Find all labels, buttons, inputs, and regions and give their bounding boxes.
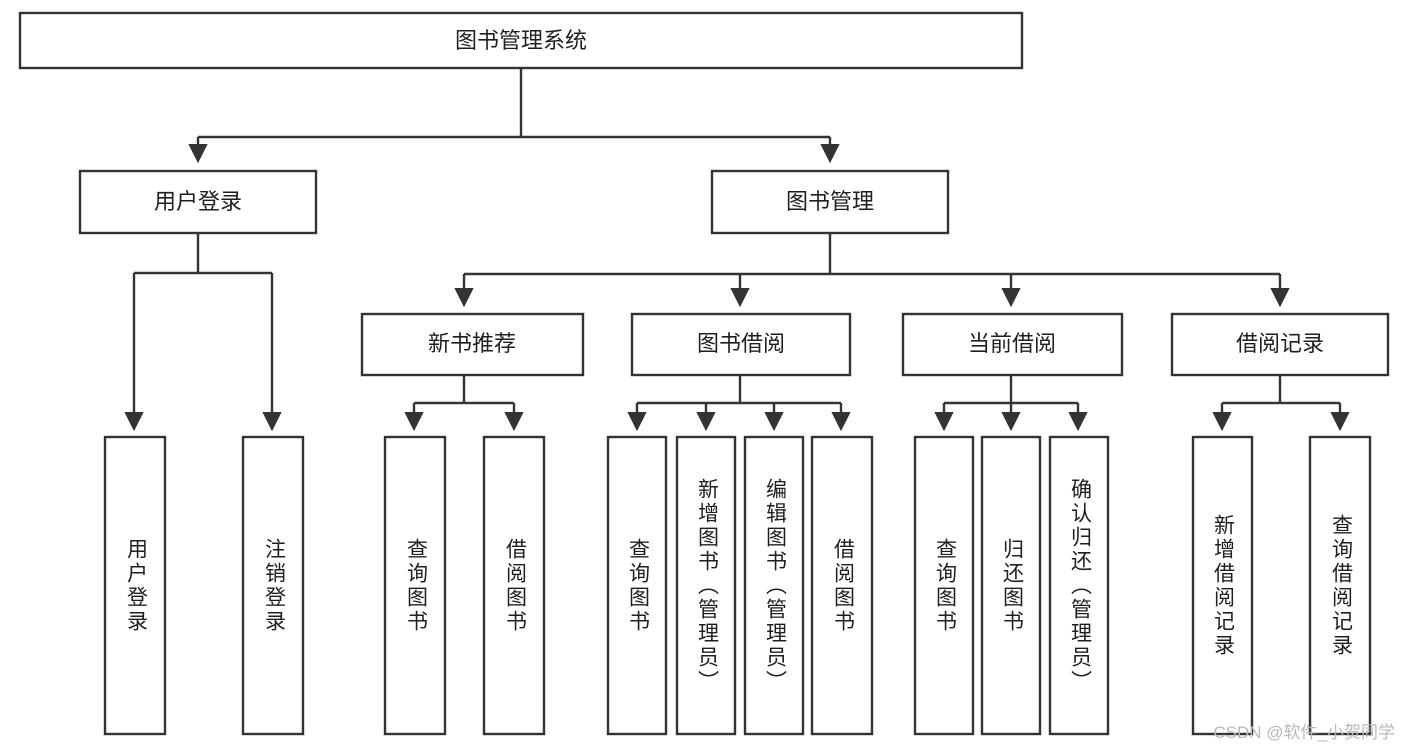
node-user-login-box[interactable]	[78, 169, 318, 235]
node-book-management-box[interactable]	[710, 169, 950, 235]
node-leaf-add-record[interactable]: 新增借阅记录	[1191, 435, 1254, 736]
node-leaf-query-book-2-box[interactable]	[606, 435, 668, 736]
node-current-borrow[interactable]: 当前借阅	[901, 312, 1124, 377]
node-root-label: 图书管理系统	[455, 28, 587, 53]
node-user-login-label: 用户登录	[154, 189, 242, 214]
node-root-box[interactable]	[18, 11, 1024, 70]
node-user-login[interactable]: 用户登录	[78, 169, 318, 235]
node-leaf-confirm-return-box[interactable]	[1048, 435, 1110, 736]
node-leaf-query-book-1[interactable]: 查询图书	[383, 435, 447, 736]
node-leaf-borrow-book-2[interactable]: 借阅图书	[810, 435, 874, 736]
node-leaf-query-book-3-box[interactable]	[913, 435, 975, 736]
node-leaf-add-book-label: 新增图书（管理员）	[695, 478, 719, 694]
node-leaf-query-book-1-label: 查询图书	[404, 538, 428, 634]
node-leaf-borrow-book-2-label: 借阅图书	[831, 538, 855, 634]
node-leaf-query-book-3-label: 查询图书	[933, 538, 957, 634]
node-borrow-record-box[interactable]	[1170, 312, 1390, 377]
node-leaf-borrow-book-1-box[interactable]	[482, 435, 546, 736]
node-leaf-add-record-label: 新增借阅记录	[1211, 514, 1235, 658]
node-root[interactable]: 图书管理系统	[18, 11, 1024, 70]
node-leaf-query-record-label: 查询借阅记录	[1329, 514, 1353, 658]
node-leaf-return-book[interactable]: 归还图书	[980, 435, 1042, 736]
node-borrow-record-label: 借阅记录	[1236, 331, 1324, 356]
node-leaf-query-book-3[interactable]: 查询图书	[913, 435, 975, 736]
node-leaf-add-record-box[interactable]	[1191, 435, 1254, 736]
node-leaf-return-book-label: 归还图书	[1000, 538, 1024, 634]
node-leaf-user-login[interactable]: 用户登录	[103, 435, 167, 736]
node-book-borrow-box[interactable]	[630, 312, 852, 377]
node-new-book-recommend-box[interactable]	[360, 312, 585, 377]
node-leaf-return-book-box[interactable]	[980, 435, 1042, 736]
node-leaf-user-login-box[interactable]	[103, 435, 167, 736]
node-current-borrow-label: 当前借阅	[968, 331, 1056, 356]
node-leaf-edit-book-label: 编辑图书（管理员）	[763, 478, 787, 694]
node-leaf-borrow-book-1-label: 借阅图书	[503, 538, 527, 634]
node-new-book-recommend[interactable]: 新书推荐	[360, 312, 585, 377]
node-new-book-recommend-label: 新书推荐	[428, 331, 516, 356]
node-leaf-logout-box[interactable]	[241, 435, 305, 736]
node-leaf-borrow-book-2-box[interactable]	[810, 435, 874, 736]
node-leaf-user-login-label: 用户登录	[124, 538, 148, 634]
node-leaf-logout[interactable]: 注销登录	[241, 435, 305, 736]
node-borrow-record[interactable]: 借阅记录	[1170, 312, 1390, 377]
node-book-management[interactable]: 图书管理	[710, 169, 950, 235]
node-leaf-add-book[interactable]: 新增图书（管理员）	[675, 435, 737, 736]
csdn-watermark: CSDN @软件_小贺同学	[1213, 723, 1395, 742]
connector-group	[124, 68, 1350, 432]
node-book-management-label: 图书管理	[786, 189, 874, 214]
node-leaf-add-book-box[interactable]	[675, 435, 737, 736]
node-leaf-edit-book[interactable]: 编辑图书（管理员）	[743, 435, 805, 736]
node-book-borrow-label: 图书借阅	[697, 331, 785, 356]
node-leaf-borrow-book-1[interactable]: 借阅图书	[482, 435, 546, 736]
node-leaf-query-record-box[interactable]	[1308, 435, 1372, 736]
node-leaf-edit-book-box[interactable]	[743, 435, 805, 736]
node-book-borrow[interactable]: 图书借阅	[630, 312, 852, 377]
node-leaf-query-book-1-box[interactable]	[383, 435, 447, 736]
node-leaf-confirm-return[interactable]: 确认归还（管理员）	[1048, 435, 1110, 736]
node-leaf-logout-label: 注销登录	[262, 538, 286, 634]
node-current-borrow-box[interactable]	[901, 312, 1124, 377]
node-leaf-confirm-return-label: 确认归还（管理员）	[1068, 478, 1092, 694]
node-leaf-query-book-2[interactable]: 查询图书	[606, 435, 668, 736]
node-leaf-query-book-2-label: 查询图书	[626, 538, 650, 634]
node-leaf-query-record[interactable]: 查询借阅记录	[1308, 435, 1372, 736]
